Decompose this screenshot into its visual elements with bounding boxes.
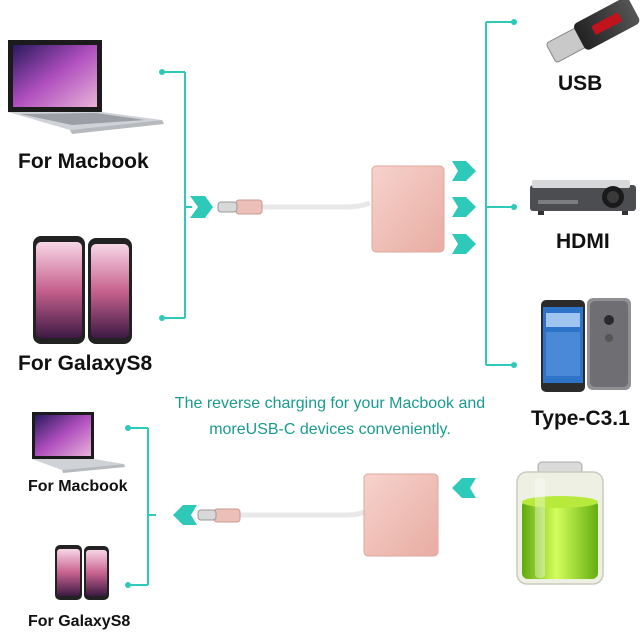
macbook-label-small: For Macbook	[28, 478, 128, 495]
caption-line: The reverse charging for your Macbook an…	[174, 395, 486, 412]
usb-flash-drive-icon	[546, 0, 640, 63]
arrow-icon	[173, 505, 197, 525]
arrow-icon	[190, 196, 213, 218]
galaxy-label-small: For GalaxyS8	[28, 613, 131, 630]
smartphone-icon	[587, 298, 631, 390]
galaxy-label: For GalaxyS8	[18, 352, 153, 375]
macbook-label: For Macbook	[18, 150, 149, 173]
caption-line: moreUSB-C devices conveniently.	[209, 421, 451, 438]
bracket-dot	[159, 69, 165, 75]
laptop-icon	[8, 40, 164, 134]
smartphone-icon	[55, 545, 82, 600]
usb-c-adapter-icon	[197, 473, 439, 557]
arrow-icon	[452, 161, 476, 181]
arrow-icon	[452, 234, 476, 254]
smartphone-icon	[541, 300, 585, 392]
bracket-dot	[159, 315, 165, 321]
bracket-dot	[511, 19, 517, 25]
projector-icon	[530, 180, 636, 215]
smartphone-icon	[88, 238, 132, 344]
bottom-left-bracket	[128, 427, 156, 586]
usb-label: USB	[558, 72, 603, 95]
battery-icon	[516, 461, 604, 585]
typec-label: Type-C3.1	[531, 407, 630, 430]
smartphone-icon	[33, 236, 85, 344]
bracket-dot	[511, 362, 517, 368]
bracket-dot	[125, 425, 131, 431]
hdmi-label: HDMI	[556, 230, 610, 253]
laptop-icon	[32, 412, 125, 473]
bracket-dot	[511, 204, 517, 210]
caption: The reverse charging for your Macbook an…	[110, 391, 550, 443]
usb-c-adapter-icon	[217, 165, 445, 253]
arrow-icon	[452, 197, 476, 217]
top-left-bracket	[162, 71, 192, 319]
top-right-bracket	[485, 21, 514, 366]
arrow-icon	[452, 478, 476, 498]
smartphone-icon	[84, 546, 109, 600]
bracket-dot	[125, 582, 131, 588]
